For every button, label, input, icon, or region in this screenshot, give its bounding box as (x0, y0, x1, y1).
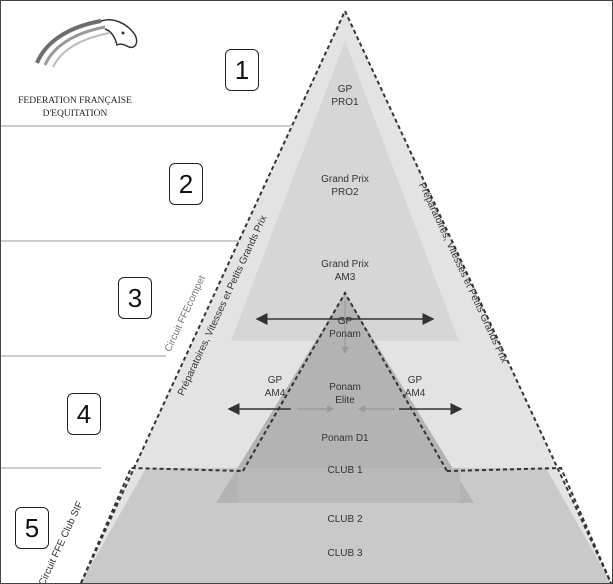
label-club1: CLUB 1 (327, 465, 363, 476)
ponam-outline (242, 290, 448, 472)
ffe-logo-icon (35, 19, 138, 68)
level-number-2: 2 (169, 163, 203, 205)
club-outline-right (446, 466, 612, 583)
label-gp-pro1: GP PRO1 (331, 84, 359, 108)
outer-outline (80, 8, 612, 583)
label-club3: CLUB 3 (327, 548, 363, 559)
label-ponam-elite: Ponam Elite (329, 382, 361, 406)
level-number-4: 4 (67, 393, 101, 435)
ponam-triangle (216, 293, 474, 503)
club1-band (238, 468, 460, 503)
logo-text: FEDERATION FRANÇAISE D'EQUITATION (5, 95, 145, 121)
label-grand-prix-am3: Grand Prix AM3 (321, 259, 369, 283)
label-gp-ponam: GP Ponam (329, 316, 361, 340)
logo-line-1: FEDERATION FRANÇAISE (18, 96, 132, 106)
label-grand-prix-pro2: Grand Prix PRO2 (321, 174, 369, 198)
level-number-3: 3 (118, 277, 152, 319)
level-number-1: 1 (225, 49, 259, 91)
label-ponam-d1: Ponam D1 (321, 433, 369, 444)
label-gp-am4-right: GP AM4 (404, 375, 426, 399)
club-zone (81, 468, 611, 583)
label-club2: CLUB 2 (327, 514, 363, 525)
level-number-5: 5 (15, 507, 49, 549)
logo-line-2: D'EQUITATION (42, 109, 108, 119)
inner-band (231, 41, 459, 341)
label-gp-am4-left: GP AM4 (264, 375, 286, 399)
